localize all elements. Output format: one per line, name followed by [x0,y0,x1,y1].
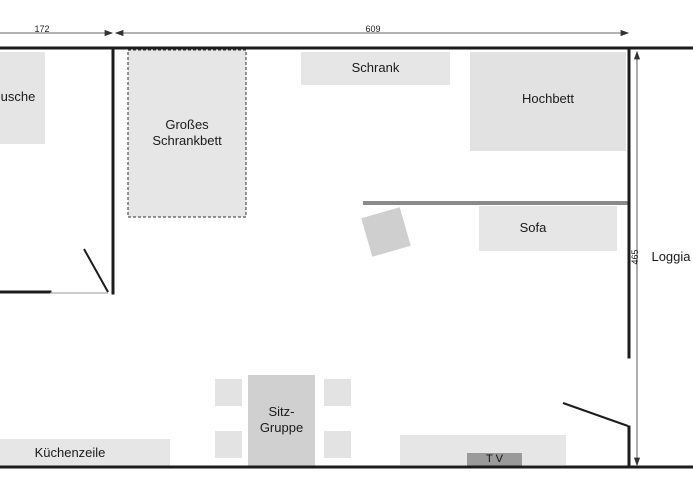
hochbett-shape [470,52,626,151]
sofa-shape [479,206,617,251]
dimension-label-depth: 465 [630,249,640,265]
room-label-dusche: usche [0,89,36,104]
label-sitzgruppe: Sitz- Gruppe [259,404,304,435]
chair-shape [215,431,242,458]
arrowhead [633,457,641,467]
label-sofa: Sofa [519,220,547,235]
chair-shape [215,379,242,406]
bath-door [83,248,109,293]
label-schrank: Schrank [351,60,400,75]
chair-shape [324,379,351,406]
schrank-shape [301,52,450,85]
dimension-lines [0,29,641,467]
table-shape [248,375,315,468]
armchair-shape [361,207,411,257]
arrowhead [620,29,630,37]
schrankbett-shape [127,49,247,218]
kuechenzeile-shape [0,439,170,466]
dimension-label-main: 609 [365,24,381,34]
arrowhead [633,50,641,60]
room-label-loggia: Loggia [651,249,691,264]
chair-shape [324,431,351,458]
label-schrankbett: Großes Schrankbett [152,117,222,148]
loggia-door [562,402,629,427]
furniture-layer [0,49,626,468]
label-tv: T V [486,453,503,465]
arrowhead [114,29,124,37]
dimension-label-left: 172 [34,24,50,34]
walls [0,46,693,469]
doors [50,248,629,427]
label-hochbett: Hochbett [521,91,575,106]
arrowhead [104,29,114,37]
shower-tray [0,52,45,144]
tv-shape [467,453,522,466]
label-kuechenzeile: Küchenzeile [34,445,106,460]
